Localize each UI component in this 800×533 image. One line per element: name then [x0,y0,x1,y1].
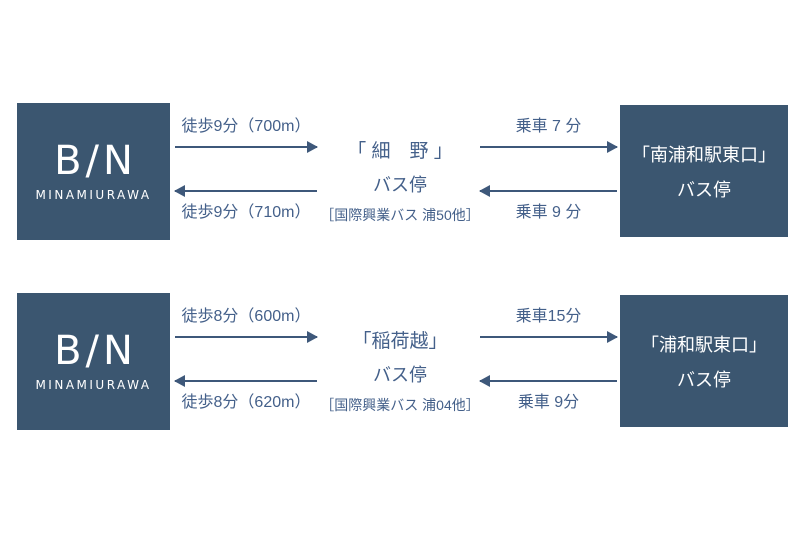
ride-time-return-label: 乗車 9 分 [515,204,582,221]
bus-stop-info: 「稲荷越」 バス停 ［国際興業バス 浦04他］ [310,326,490,415]
station-stop-box: 「南浦和駅東口」 バス停 [620,105,788,237]
station-stop-box: 「浦和駅東口」 バス停 [620,295,788,427]
ride-return-arrow-icon [479,375,617,387]
station-stop-label: バス停 [677,179,731,200]
ride-return-arrow-icon [479,185,617,197]
property-logo-subtext: MINAMIURAWA [35,378,152,392]
walk-return-arrow-icon [174,185,317,197]
ride-time-outbound-label: 乗車 7 分 [515,118,582,135]
ride-time-return-label: 乗車 9分 [517,394,580,411]
route-row-hosono: B/N MINAMIURAWA 徒歩9分（700m） 徒歩9分（710m） 「 … [0,100,800,240]
bus-stop-name: 「稲荷越」 [352,331,448,352]
ride-outbound-arrow-icon [480,331,618,343]
property-logo-text: B/N [54,328,137,374]
station-stop-name: 「浦和駅東口」 [641,334,767,355]
walk-time-return-label: 徒歩9分（710m） [181,204,311,221]
route-row-inarikoshi: B/N MINAMIURAWA 徒歩8分（600m） 徒歩8分（620m） 「稲… [0,290,800,430]
bus-operator-note: ［国際興業バス 浦04他］ [320,397,480,413]
property-logo-box: B/N MINAMIURAWA [17,293,170,430]
station-stop-label: バス停 [677,369,731,390]
walk-outbound-arrow-icon [175,331,318,343]
walk-outbound-arrow-icon [175,141,318,153]
property-logo-text: B/N [54,138,137,184]
bus-stop-label: バス停 [373,365,427,385]
property-logo-subtext: MINAMIURAWA [35,188,152,202]
walk-return-arrow-icon [174,375,317,387]
bus-stop-name: 「 細 野 」 [347,141,453,162]
property-logo-box: B/N MINAMIURAWA [17,103,170,240]
walk-time-return-label: 徒歩8分（620m） [181,394,311,411]
ride-time-outbound-label: 乗車15分 [515,308,582,325]
ride-outbound-arrow-icon [480,141,618,153]
bus-operator-note: ［国際興業バス 浦50他］ [320,207,480,223]
walk-time-outbound-label: 徒歩8分（600m） [181,308,311,325]
station-stop-name: 「南浦和駅東口」 [632,144,776,165]
walk-time-outbound-label: 徒歩9分（700m） [181,118,311,135]
bus-stop-info: 「 細 野 」 バス停 ［国際興業バス 浦50他］ [310,136,490,225]
bus-stop-label: バス停 [373,175,427,195]
